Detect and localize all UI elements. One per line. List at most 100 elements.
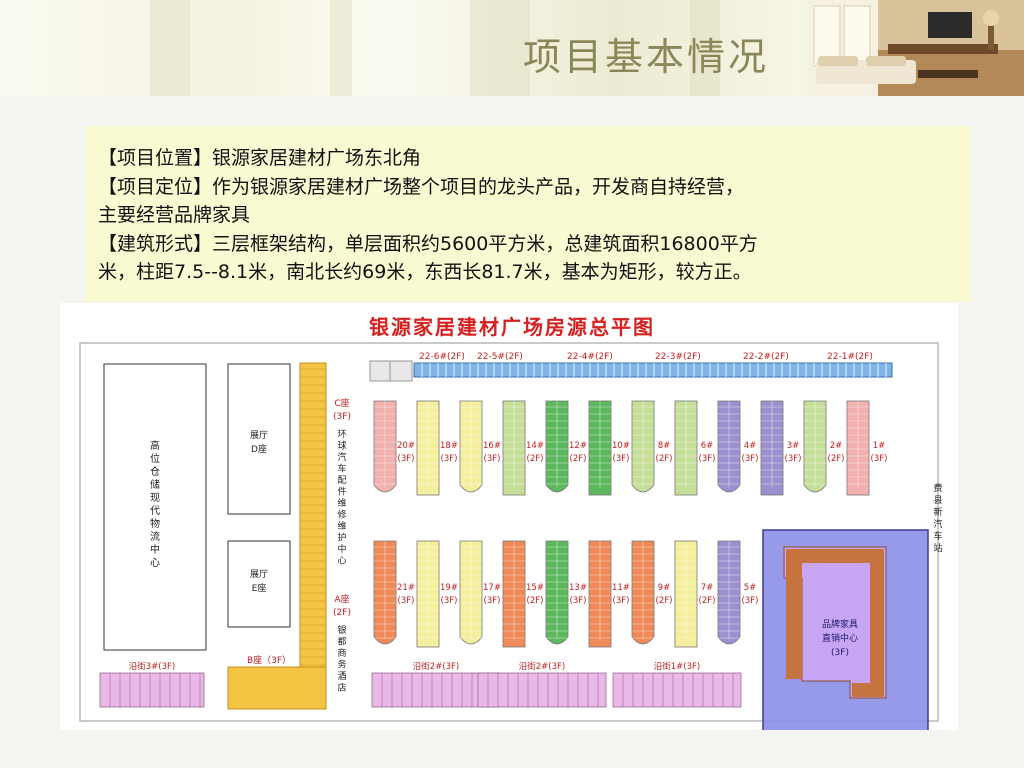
street-row-label: 沿街2#(3F) bbox=[413, 661, 459, 672]
building-number: 3# bbox=[787, 441, 800, 451]
building-number: 12# bbox=[569, 441, 587, 451]
block-a-floors: (2F) bbox=[333, 608, 351, 618]
building-floors: (3F) bbox=[441, 596, 458, 606]
top-row-label: 22-5#(2F) bbox=[477, 352, 523, 362]
building-number: 14# bbox=[526, 441, 544, 451]
building-number: 11# bbox=[612, 583, 630, 593]
building-floors: (2F) bbox=[656, 596, 673, 606]
page-title: 项目基本情况 bbox=[522, 35, 769, 79]
building-floors: (2F) bbox=[570, 454, 587, 464]
building-12 bbox=[545, 400, 569, 493]
street-row-label: 沿街3#(3F) bbox=[129, 661, 175, 672]
map-title: 银源家居建材广场房源总平图 bbox=[369, 315, 655, 339]
building-3 bbox=[760, 400, 784, 496]
footer-band bbox=[0, 735, 1024, 768]
building-floors: (3F) bbox=[613, 596, 630, 606]
building-floors: (2F) bbox=[656, 454, 673, 464]
featured-floors: (3F) bbox=[831, 648, 849, 658]
building-7 bbox=[674, 540, 698, 648]
building-10 bbox=[588, 400, 612, 496]
street-row bbox=[99, 672, 205, 708]
hall-e-label: 展厅 bbox=[250, 569, 268, 580]
building-number: 6# bbox=[701, 441, 714, 451]
building-number: 18# bbox=[440, 441, 458, 451]
building-floors: (3F) bbox=[441, 454, 458, 464]
top-row-label: 22-1#(2F) bbox=[827, 352, 873, 362]
hall-d-label: 展厅 bbox=[250, 430, 268, 441]
street-row-label: 沿街1#(3F) bbox=[654, 661, 700, 672]
building-floors: (3F) bbox=[398, 596, 415, 606]
top-row-label: 22-4#(2F) bbox=[567, 352, 613, 362]
street-row bbox=[477, 672, 607, 708]
top-row-label: 22-2#(2F) bbox=[743, 352, 789, 362]
bus-station-label: 费县新汽车站 bbox=[933, 482, 942, 554]
top-row-label: 22-6#(2F) bbox=[419, 352, 465, 362]
building-number: 5# bbox=[744, 583, 757, 593]
building-number: 19# bbox=[440, 583, 458, 593]
project-description: 【项目位置】银源家居建材广场东北角 【项目定位】作为银源家居建材广场整个项目的龙… bbox=[86, 126, 970, 302]
building-floors: (3F) bbox=[785, 454, 802, 464]
building-number: 20# bbox=[397, 441, 415, 451]
featured-label-2: 直销中心 bbox=[822, 632, 858, 644]
building-floors: (2F) bbox=[527, 596, 544, 606]
building-21 bbox=[373, 540, 397, 645]
block-a-desc: 银都商务酒店 bbox=[337, 624, 346, 694]
desc-line-positioning-cont: 主要经营品牌家具 bbox=[98, 204, 251, 226]
building-11 bbox=[588, 540, 612, 648]
hall-d-block: D座 bbox=[251, 443, 267, 455]
building-number: 10# bbox=[612, 441, 630, 451]
street-row-label: 沿街2#(3F) bbox=[519, 661, 565, 672]
block-c-floors: (3F) bbox=[333, 412, 351, 422]
building-number: 13# bbox=[569, 583, 587, 593]
desc-line-structure: 【建筑形式】三层框架结构，单层面积约5600平方米，总建筑面积16800平方 bbox=[98, 232, 758, 255]
hall-e-block: E座 bbox=[252, 582, 267, 594]
building-number: 15# bbox=[526, 583, 544, 593]
building-9 bbox=[631, 540, 655, 645]
building-floors: (2F) bbox=[699, 596, 716, 606]
living-room-photo bbox=[808, 0, 1024, 96]
warehouse-label: 高位仓储现代物流中心 bbox=[150, 439, 160, 569]
building-floors: (3F) bbox=[570, 596, 587, 606]
building-number: 2# bbox=[830, 441, 843, 451]
featured-label: 品牌家具 bbox=[822, 618, 858, 630]
building-17 bbox=[459, 540, 483, 645]
building-2 bbox=[803, 400, 827, 493]
building-1 bbox=[846, 400, 870, 496]
building-5 bbox=[717, 540, 741, 645]
building-number: 21# bbox=[397, 583, 415, 593]
building-number: 16# bbox=[483, 441, 501, 451]
building-floors: (3F) bbox=[398, 454, 415, 464]
building-16 bbox=[459, 400, 483, 493]
block-b-label: B座（3F） bbox=[247, 654, 291, 666]
building-number: 1# bbox=[873, 441, 886, 451]
building-15 bbox=[502, 540, 526, 648]
street-row bbox=[612, 672, 742, 708]
building-19 bbox=[416, 540, 440, 648]
desc-line-positioning: 【项目定位】作为银源家居建材广场整个项目的龙头产品，开发商自持经营， bbox=[98, 175, 745, 198]
building-floors: (3F) bbox=[742, 454, 759, 464]
site-plan-map: 银源家居建材广场房源总平图 22-6#(2F) 22-5#(2F) 22-4#(2F… bbox=[60, 303, 958, 730]
block-a-label: A座 bbox=[334, 593, 349, 605]
building-floors: (3F) bbox=[484, 454, 501, 464]
top-row-label: 22-3#(2F) bbox=[655, 352, 701, 362]
building-number: 4# bbox=[744, 441, 757, 451]
building-number: 8# bbox=[658, 441, 671, 451]
building-floors: (3F) bbox=[871, 454, 888, 464]
block-c-label: C座 bbox=[334, 397, 349, 409]
building-floors: (2F) bbox=[828, 454, 845, 464]
building-13 bbox=[545, 540, 569, 645]
building-6 bbox=[674, 400, 698, 496]
building-number: 17# bbox=[483, 583, 501, 593]
building-floors: (3F) bbox=[613, 454, 630, 464]
building-20 bbox=[373, 400, 397, 493]
block-c-desc: 环球汽车配件维修维护中心 bbox=[337, 429, 346, 567]
desc-line-structure-cont: 米，柱距7.5--8.1米，南北长约69米，东西长81.7米，基本为矩形，较方正… bbox=[98, 261, 752, 283]
building-floors: (3F) bbox=[699, 454, 716, 464]
building-14 bbox=[502, 400, 526, 496]
desc-line-location: 【项目位置】银源家居建材广场东北角 bbox=[98, 147, 422, 169]
building-number: 9# bbox=[658, 583, 671, 593]
building-4 bbox=[717, 400, 741, 493]
building-floors: (3F) bbox=[484, 596, 501, 606]
building-number: 7# bbox=[701, 583, 714, 593]
building-floors: (2F) bbox=[527, 454, 544, 464]
